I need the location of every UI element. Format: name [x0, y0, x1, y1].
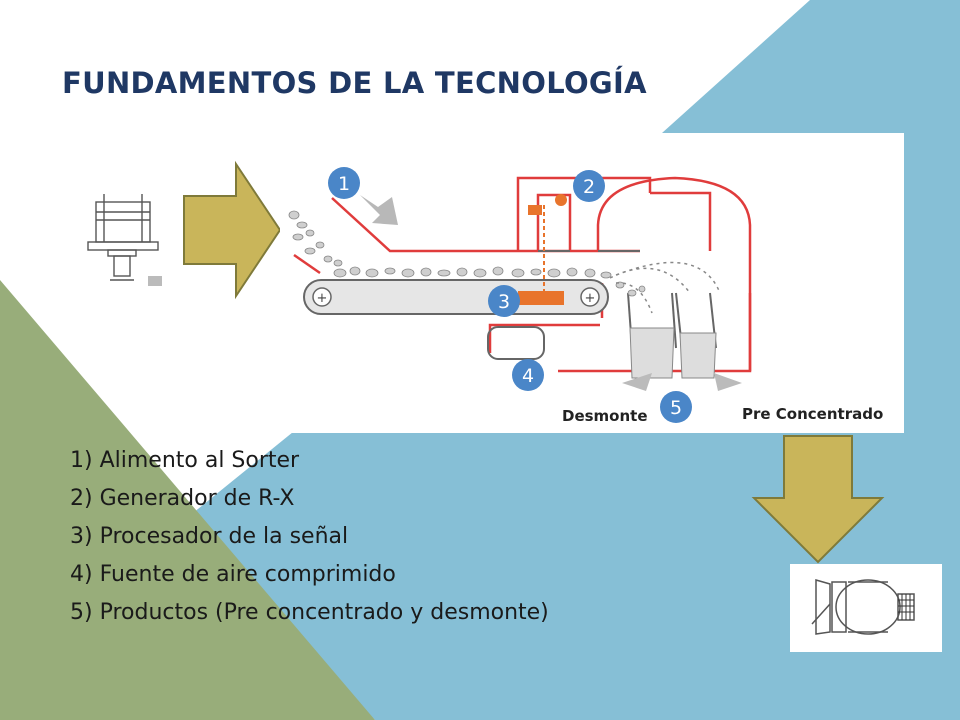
feeder-machine-thumbnail	[82, 190, 170, 290]
feed-direction-icon	[360, 195, 398, 225]
callout-1: 1	[328, 167, 360, 199]
ore-particles	[288, 210, 646, 297]
legend-item: 2) Generador de R-X	[70, 486, 295, 511]
callout-2: 2	[573, 170, 605, 202]
trajectory-curves	[609, 261, 721, 314]
label-desmonte: Desmonte	[562, 407, 648, 425]
down-arrow-icon	[751, 435, 885, 564]
svg-text:5: 5	[670, 397, 682, 419]
air-arrow-left-icon	[622, 373, 652, 391]
svg-text:2: 2	[583, 176, 595, 198]
legend-item: 5) Productos (Pre concentrado y desmonte…	[70, 600, 549, 625]
svg-text:3: 3	[498, 291, 510, 313]
callout-4: 4	[512, 359, 544, 391]
legend-item: 1) Alimento al Sorter	[70, 448, 300, 473]
air-arrow-right-icon	[714, 373, 742, 391]
legend-item: 4) Fuente de aire comprimido	[70, 562, 396, 587]
collection-bins	[629, 327, 717, 379]
mill-machine-thumbnail	[790, 564, 942, 652]
right-arrow-icon	[183, 160, 282, 300]
callout-3: 3	[488, 285, 520, 317]
legend-item: 3) Procesador de la señal	[70, 524, 349, 549]
callout-5: 5	[660, 391, 692, 423]
signal-processor	[518, 291, 564, 305]
xray-source	[528, 205, 542, 215]
conveyor-belt: + +	[303, 279, 609, 315]
svg-text:+: +	[585, 291, 596, 306]
label-pre-concentrado: Pre Concentrado	[742, 405, 883, 423]
svg-text:1: 1	[338, 173, 350, 195]
xray-emitter	[555, 194, 567, 206]
svg-text:4: 4	[522, 365, 534, 387]
sorter-diagram: + +	[280, 133, 904, 433]
legend-list: 1) Alimento al Sorter 2) Generador de R-…	[70, 442, 549, 632]
slide-title: FUNDAMENTOS DE LA TECNOLOGÍA	[62, 66, 647, 100]
background-green-shape	[0, 280, 375, 720]
svg-text:+: +	[317, 291, 328, 306]
